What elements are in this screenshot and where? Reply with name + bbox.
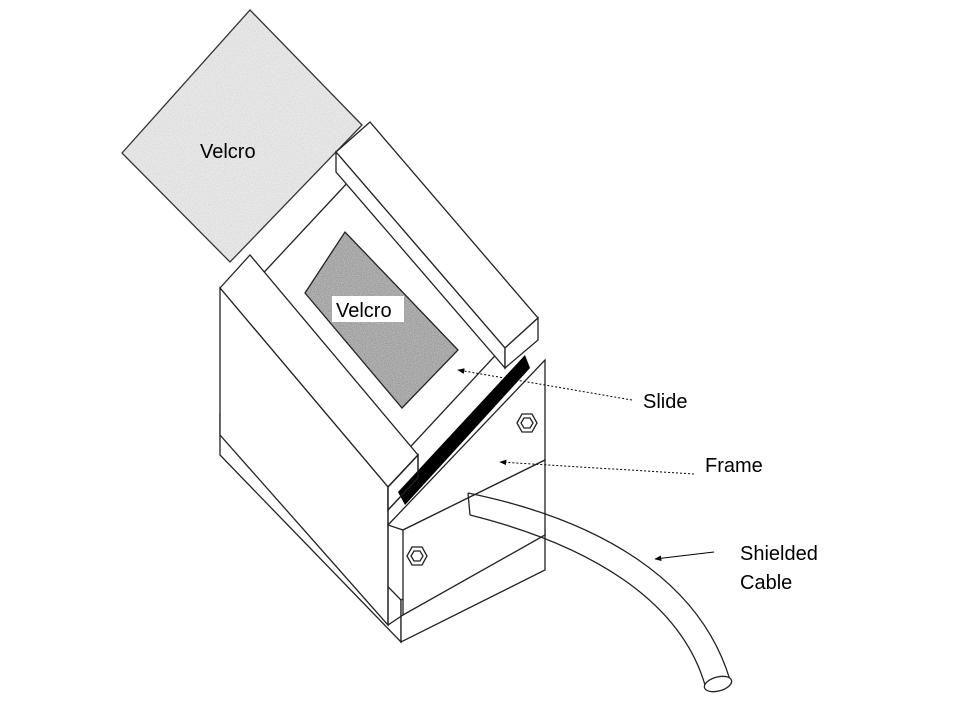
right-rail [335, 121, 539, 370]
slide-leader-arrow [457, 368, 633, 401]
left-rail [219, 254, 419, 627]
cable-label-line2: Cable [740, 572, 792, 594]
frame-leader-arrow [499, 459, 695, 475]
velcro-slide-label: Velcro [336, 300, 392, 322]
cable-leader-arrow [654, 551, 715, 562]
frame [386, 358, 546, 626]
slide-edge [398, 355, 530, 505]
slide-label: Slide [643, 391, 687, 413]
velcro-flap-label: Velcro [200, 141, 256, 163]
hex-bolt-upper [516, 413, 538, 433]
cable-label-line1: Shielded [740, 543, 818, 565]
hex-bolt-lower [406, 546, 428, 566]
frame-label: Frame [705, 455, 763, 477]
velcro-slide-label-bg [332, 296, 404, 322]
shielded-cable [467, 492, 733, 693]
